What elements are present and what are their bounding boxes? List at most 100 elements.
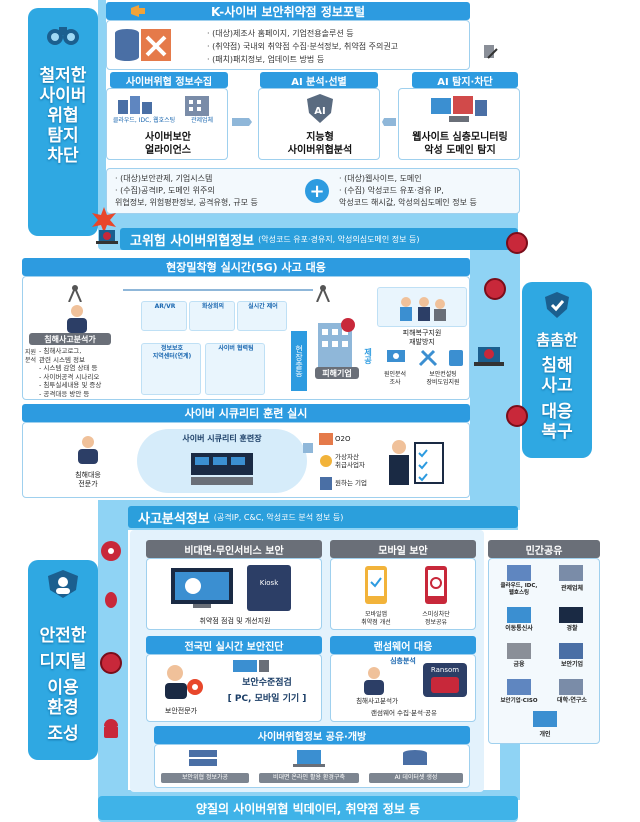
- box-detect: 웹사이트 심층모니터링 악성 도메인 탐지: [398, 88, 520, 160]
- training-target: 원하는 기업: [335, 479, 367, 487]
- private-item: 개인: [539, 731, 551, 738]
- diagnosis-expert: 보안전문가: [164, 707, 198, 715]
- training-box: 침해대응 전문가 사이버 시큐리티 훈련장 O2O 가상자산 취급사업자 원하는…: [22, 422, 470, 498]
- private-item: 대학·연구소: [557, 697, 587, 704]
- merge-left-line: 위협정보, 위험평판정보, 공격유형, 규모 등: [115, 198, 258, 207]
- sidebar-detect: 철저한 사이버 위협 탐지 차단: [28, 8, 98, 236]
- portal-title: K-사이버 보안취약점 정보포털: [106, 2, 470, 20]
- band-high-risk-sub: (악성코드 유포·경유지, 악성의심도메인 정보 등): [258, 234, 420, 244]
- contactless-title-text: 비대면·무인서비스 보안: [184, 545, 284, 557]
- kiosk-icon: Kiosk: [247, 565, 291, 611]
- band-high-risk-title: 고위험 사이버위협정보: [130, 233, 255, 249]
- label-analyze: AI 분석·선별: [260, 72, 378, 88]
- monitoring-screens-icon: [429, 93, 489, 125]
- android-virus-icon: [100, 718, 122, 740]
- devil-icon: [100, 652, 122, 674]
- band-incident-title: 사고분석정보: [138, 511, 210, 527]
- merge-left-line: · (수집)공격IP, 도메인 위주의: [115, 186, 215, 195]
- sidebar-line: 조성: [47, 724, 79, 744]
- tile-video-label: 화상회의: [201, 303, 225, 310]
- tile-control: 실시간 제어: [237, 301, 287, 331]
- ransom-title: 랜섬웨어 대응: [330, 636, 476, 654]
- portal-bullet: · (패치)패치정보, 업데이트 방법 등: [207, 55, 325, 64]
- label-detect: AI 탐지·차단: [412, 72, 518, 88]
- tools-icon: [417, 349, 439, 367]
- ransom-badge-label: Ransom: [430, 666, 460, 674]
- onsite-title: 현장밀착형 실시간(5G) 사고 대응: [22, 258, 470, 276]
- security-company-icon: [559, 643, 583, 659]
- ai-shield-icon: AI: [304, 93, 336, 125]
- private-box: 클라우드, IDC, 웹호스팅 관제업체 이동통신사 경찰 금융 보안기업 보안…: [488, 558, 600, 744]
- company-icon: [317, 475, 335, 491]
- contactless-caption: 취약점 점검 및 개선지원: [199, 617, 271, 625]
- sidebar-line: 복구: [541, 422, 573, 442]
- laptop-virus-icon: [474, 344, 504, 370]
- bug-icon: [100, 588, 122, 610]
- expert-gear-icon: [161, 661, 205, 701]
- server-icon: [183, 747, 223, 769]
- recovery-title: 피해복구지원 재발방지: [402, 329, 442, 346]
- cloud-server-icon: [113, 93, 163, 117]
- training-target: O2O: [335, 435, 351, 443]
- virus-burst-icon: [90, 206, 118, 234]
- sharing-box: 보안위협 정보가공 비대면 온라인 활용 환경구축 AI 데이터셋 생성: [154, 744, 470, 788]
- sidebar-line: 차단: [47, 146, 79, 166]
- onsite-dispatch: 현장출동: [291, 331, 307, 391]
- sidebar-line: 촘촘한: [536, 331, 578, 349]
- analyst-item: - 공격대응 방안 등: [39, 389, 90, 398]
- university-icon: [559, 679, 583, 695]
- devil-icon: [506, 232, 528, 254]
- diagnosis-title: 전국민 실시간 보안진단: [146, 636, 322, 654]
- victim-label-text: 피해기업: [322, 368, 352, 378]
- tile-coop-label: 사이버 협력팀: [218, 345, 254, 352]
- shield-people-icon: [44, 568, 82, 600]
- contactless-box: Kiosk 취약점 점검 및 개선지원: [146, 558, 322, 630]
- analyst-icon: [359, 665, 389, 695]
- private-item: 클라우드, IDC, 웹호스팅: [500, 583, 538, 596]
- label-analyze-text: AI 분석·선별: [291, 76, 347, 88]
- contactless-title: 비대면·무인서비스 보안: [146, 540, 322, 558]
- private-title-text: 민간공유: [525, 545, 563, 557]
- analyst-item: 관련 시스템 정보: [39, 355, 85, 364]
- coin-icon: [317, 453, 335, 469]
- sharing-item: 비대면 온라인 활용 환경구축: [259, 773, 359, 783]
- ransom-person: 침해사고분석가: [356, 697, 398, 705]
- sidebar-line: 침해: [541, 356, 573, 376]
- box-analyze: AI 지능형 사이버위협분석: [258, 88, 380, 160]
- checklist-person-icon: [387, 437, 445, 487]
- mobile-title: 모바일 보안: [330, 540, 476, 558]
- sidebar-line: 디지털: [39, 652, 87, 672]
- sharing-item: AI 데이터셋 생성: [369, 773, 463, 783]
- private-item: 금융: [513, 661, 525, 668]
- control-room-icon: [189, 451, 255, 485]
- sharing-title: 사이버위협정보 공유·개방: [154, 726, 470, 744]
- devices-icon: [231, 657, 271, 675]
- sharing-title-text: 사이버위협정보 공유·개방: [257, 731, 367, 743]
- police-icon: [559, 607, 583, 623]
- footer-band: 양질의 사이버위협 빅데이터, 취약점 정보 등: [98, 796, 518, 820]
- recovery-image: [377, 287, 467, 327]
- mobile-title-text: 모바일 보안: [378, 545, 428, 557]
- tile-video: 화상회의: [189, 301, 235, 331]
- band-incident-sub: (공격IP, C&C, 악성코드 분석 정보 등): [213, 512, 344, 522]
- training-title-text: 사이버 시큐리티 훈련 실시: [184, 407, 308, 420]
- sidebar-line: 환경: [47, 698, 79, 718]
- telecom-icon: [507, 607, 531, 623]
- devil-icon: [506, 405, 528, 427]
- merge-right-line: · (대상)웹사이트, 도메인: [339, 174, 422, 183]
- sidebar-line: 사고: [541, 376, 573, 396]
- label-detect-text: AI 탐지·차단: [437, 76, 493, 88]
- document-pen-icon: [481, 43, 499, 61]
- team-icon: [392, 294, 452, 322]
- sidebar-line: 이용: [47, 678, 79, 698]
- band-incident: 사고분석정보(공격IP, C&C, 악성코드 분석 정보 등): [128, 506, 518, 528]
- arrow-right: [303, 443, 313, 453]
- training-range: 사이버 시큐리티 훈련장: [137, 429, 307, 493]
- tag-control: 관제업체: [190, 117, 214, 124]
- person-icon: [533, 711, 557, 727]
- sidebar-safe: 안전한 디지털 이용 환경 조성: [28, 560, 98, 760]
- support-label: 지원 분석: [25, 349, 37, 364]
- phone-check-icon: [361, 563, 391, 607]
- analyst-item: - 침해사고로그,: [39, 347, 82, 355]
- link-line: [123, 289, 313, 291]
